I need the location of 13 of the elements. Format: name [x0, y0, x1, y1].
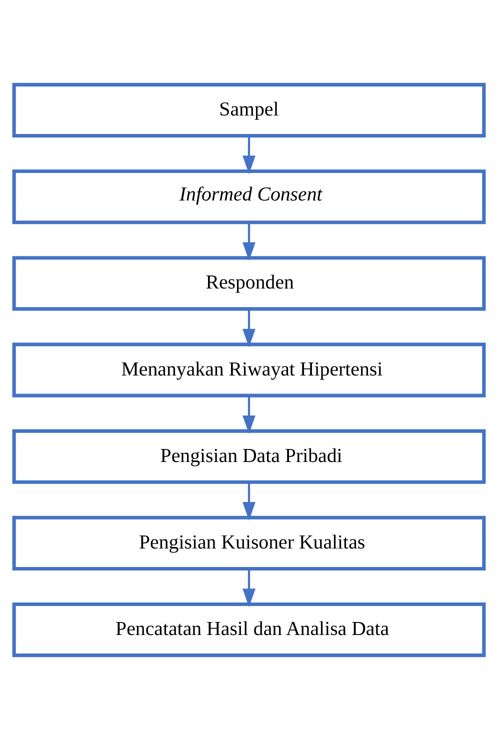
node-box: Pencatatan Hasil dan Analisa Data	[12, 602, 486, 658]
node-box: Sampel	[12, 82, 486, 138]
node-box: Pengisian Kuisoner Kualitas	[12, 516, 486, 570]
node-box: Responden	[12, 256, 486, 311]
arrow	[242, 482, 256, 521]
arrow	[242, 309, 256, 348]
arrow	[242, 136, 256, 174]
arrow	[242, 222, 256, 261]
node-box: Menanyakan Riwayat Hipertensi	[12, 342, 486, 398]
node-box: Pengisian Data Pribadi	[12, 429, 486, 484]
node-box: Informed Consent	[12, 170, 486, 224]
arrow	[242, 568, 256, 608]
arrow	[242, 396, 256, 434]
